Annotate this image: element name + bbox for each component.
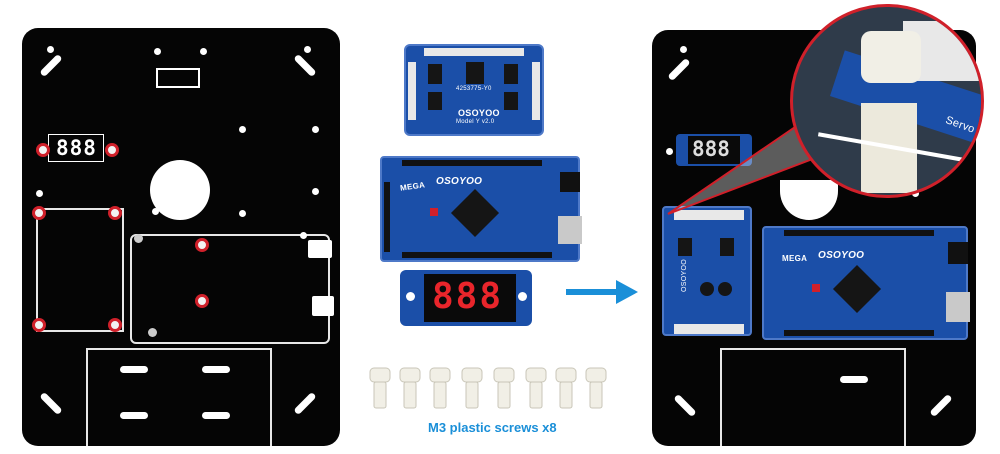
right-display-digits: 888: [692, 137, 730, 161]
voltmeter-digits: 888: [432, 276, 504, 317]
servo-driver-board: 4253775-Y0 OSOYOO Model Y v2.0: [404, 44, 544, 136]
mount-hole: [406, 292, 415, 301]
screws-caption: M3 plastic screws x8: [428, 420, 557, 435]
driver-chip: [504, 64, 518, 84]
driver-chip: [428, 92, 442, 110]
header-pins: [424, 48, 524, 56]
header-pins: [402, 252, 552, 258]
plate-display-digits: 888: [56, 136, 97, 160]
right-acrylic-plate: 888 OSOYOO MEGA OSOYOO: [652, 30, 976, 446]
corner-slot: [39, 53, 63, 78]
battery-slot: [202, 412, 230, 419]
battery-slot: [120, 366, 148, 373]
corner-slot: [667, 57, 691, 82]
mcu-chip: [832, 264, 882, 314]
battery-slot: [202, 366, 230, 373]
corner-slot: [293, 53, 317, 78]
highlight-ring: [195, 294, 209, 308]
mounted-mega-board: MEGA OSOYOO: [762, 226, 970, 340]
mount-hole: [239, 210, 246, 217]
mount-hole: [152, 208, 159, 215]
dc-jack: [948, 242, 968, 264]
driver-chip: [720, 238, 734, 256]
battery-box-outline: [720, 348, 906, 446]
dc-jack: [560, 172, 580, 192]
driver-chip: [504, 92, 518, 110]
mount-hole: [47, 46, 54, 53]
display-window: [424, 274, 516, 322]
highlight-ring: [195, 238, 209, 252]
mcu-chip: [450, 188, 500, 238]
mounted-mega-label: MEGA: [782, 254, 808, 263]
reset-button: [812, 284, 820, 292]
mount-hole: [666, 148, 673, 155]
left-acrylic-plate: 888: [22, 28, 340, 446]
highlight-ring: [108, 206, 122, 220]
header-pins: [384, 182, 390, 252]
driver-chip: [466, 62, 484, 84]
header-pins: [674, 324, 744, 334]
highlight-ring: [32, 318, 46, 332]
servo-board-outline: [36, 208, 124, 332]
highlight-ring: [108, 318, 122, 332]
dc-jack-cutout: [308, 240, 332, 258]
voltmeter-module: 888: [400, 270, 532, 326]
usb-port: [946, 292, 970, 322]
screw-row: [368, 366, 618, 412]
screw-icons: [369, 367, 607, 409]
mount-hole: [304, 46, 311, 53]
header-pins: [674, 210, 744, 220]
switch-cutout: [156, 68, 200, 88]
zoom-circle: Servo: [790, 4, 984, 198]
mega-board: MEGA OSOYOO: [380, 156, 582, 262]
center-cutout: [150, 160, 210, 220]
voltmeter-module: 888: [676, 134, 752, 166]
mount-hole: [300, 232, 307, 239]
mount-hole: [154, 48, 161, 55]
board-model: Model Y v2.0: [456, 119, 495, 125]
capacitor: [718, 282, 732, 296]
corner-slot: [673, 393, 697, 418]
header-pins: [402, 160, 542, 166]
mega-label: MEGA: [399, 180, 426, 193]
usb-port: [558, 216, 582, 244]
corner-slot: [293, 391, 317, 416]
battery-slot: [120, 412, 148, 419]
battery-box-outline: [86, 348, 272, 446]
mount-hole: [518, 292, 527, 301]
header-pins: [784, 330, 934, 336]
mega-board-outline: [130, 234, 330, 344]
mount-hole: [239, 126, 246, 133]
mount-hole: [134, 234, 143, 243]
board-code: 4253775-Y0: [456, 86, 492, 92]
header-pins: [408, 62, 416, 120]
header-pins: [532, 62, 540, 120]
highlight-ring: [36, 143, 50, 157]
mount-hole: [148, 328, 157, 337]
mounted-servo-brand: OSOYOO: [680, 259, 688, 292]
corner-slot: [39, 391, 63, 416]
mount-hole: [312, 126, 319, 133]
mount-hole: [200, 48, 207, 55]
highlight-ring: [105, 143, 119, 157]
zoom-screw-head: [861, 31, 921, 83]
mounted-mega-brand: OSOYOO: [818, 250, 865, 261]
header-pins: [784, 230, 934, 236]
corner-slot: [929, 393, 953, 418]
mounted-servo-board: OSOYOO: [662, 206, 752, 336]
reset-button: [430, 208, 438, 216]
board-brand: OSOYOO: [458, 108, 500, 118]
mega-brand: OSOYOO: [436, 176, 483, 187]
driver-chip: [678, 238, 692, 256]
mount-hole: [36, 190, 43, 197]
usb-cutout: [312, 296, 334, 316]
highlight-ring: [32, 206, 46, 220]
mount-hole: [680, 46, 687, 53]
display-window: [688, 136, 740, 164]
arrow-right-icon: [566, 280, 638, 304]
battery-slot: [840, 376, 868, 383]
capacitor: [700, 282, 714, 296]
driver-chip: [428, 64, 442, 84]
mount-hole: [312, 188, 319, 195]
